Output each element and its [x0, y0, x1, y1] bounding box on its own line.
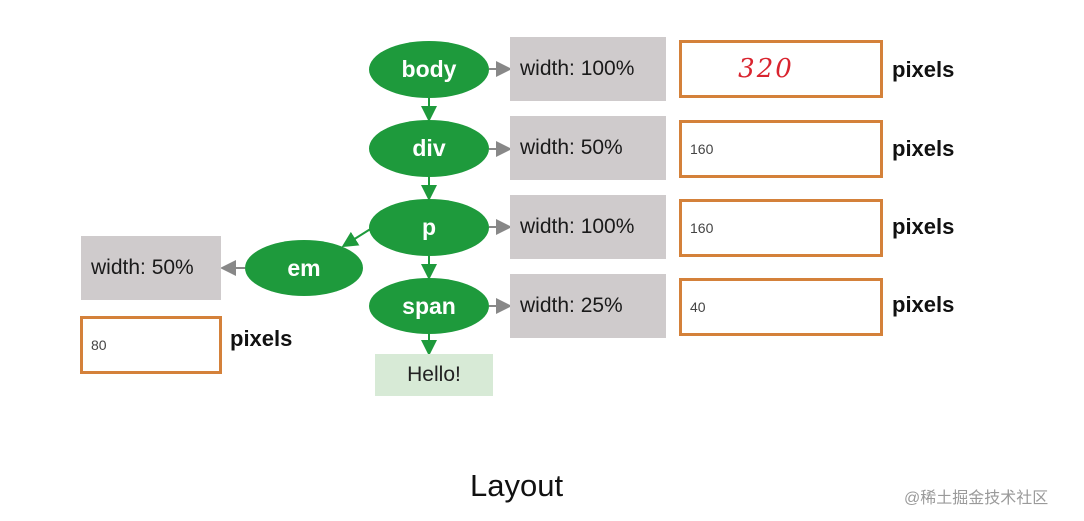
pixel-box-em[interactable]: 80 [80, 316, 222, 374]
width-box-span: width: 25% [510, 274, 666, 338]
width-box-div: width: 50% [510, 116, 666, 180]
width-box-p: width: 100% [510, 195, 666, 259]
width-box-em: width: 50% [81, 236, 221, 300]
pixels-label-span: pixels [892, 292, 955, 317]
text-node-hello: Hello! [375, 354, 493, 396]
node-em-label: em [287, 254, 321, 281]
page-title: Layout [470, 468, 564, 503]
width-body-text: width: 100% [520, 57, 635, 80]
node-p: p [369, 199, 489, 256]
width-box-body: width: 100% [510, 37, 666, 101]
node-body: body [369, 41, 489, 98]
pixel-span-value: 40 [690, 299, 706, 315]
arrow-p-em [341, 227, 373, 248]
width-div-text: width: 50% [520, 136, 623, 159]
pixel-p-value: 160 [690, 220, 714, 236]
pixel-body-handwritten: 320 [738, 54, 794, 84]
text-node-hello-label: Hello! [407, 363, 461, 386]
pixel-box-div[interactable]: 160 [679, 120, 883, 178]
pixels-label-body: pixels [892, 57, 955, 82]
pixel-box-span[interactable]: 40 [679, 278, 883, 336]
pixels-label-div: pixels [892, 136, 955, 161]
node-div-label: div [412, 135, 446, 161]
width-span-text: width: 25% [520, 294, 623, 317]
watermark: @稀土掘金技术社区 [904, 490, 1049, 507]
pixel-box-body[interactable]: 320 [679, 40, 883, 98]
node-body-label: body [401, 56, 457, 82]
width-em-text: width: 50% [91, 256, 194, 279]
pixel-em-value: 80 [91, 337, 107, 353]
node-p-label: p [421, 214, 437, 240]
node-span: span [369, 278, 489, 334]
node-div: div [369, 120, 489, 177]
pixel-box-p[interactable]: 160 [679, 199, 883, 257]
node-span-label: span [402, 292, 456, 319]
pixels-label-p: pixels [892, 214, 955, 239]
width-p-text: width: 100% [520, 215, 635, 238]
node-em: em [245, 240, 363, 296]
pixel-div-value: 160 [690, 141, 714, 157]
pixels-label-em: pixels [230, 326, 293, 351]
